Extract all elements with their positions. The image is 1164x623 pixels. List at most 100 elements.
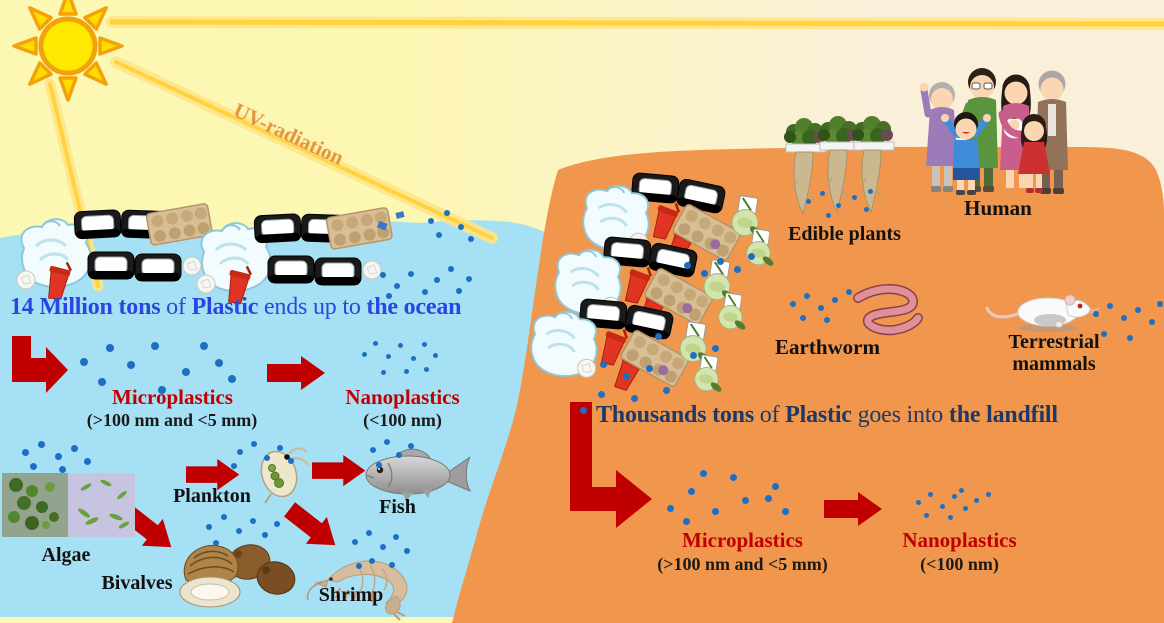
arrow-landfill-bent (570, 402, 652, 528)
microplastic-dot (1157, 301, 1163, 307)
microplastic-dot (790, 301, 796, 307)
microplastic-dot (433, 353, 438, 358)
earthworm-label: Earthworm (775, 335, 880, 359)
microplastic-dot (38, 441, 45, 448)
microplastic-dot (394, 283, 400, 289)
earthworm-illustration (853, 284, 923, 336)
girl-figure (1018, 114, 1050, 193)
microplastic-dot (1127, 335, 1133, 341)
ocean-nanoplastics-size: (<100 nm) (363, 410, 442, 430)
microplastic-dot (952, 494, 957, 499)
ocean-trash-group-2 (197, 207, 405, 305)
microplastic-dot (436, 232, 442, 238)
microplastic-dot (836, 203, 841, 208)
plankton-illustration (260, 447, 310, 504)
microplastic-dot (30, 463, 37, 470)
boy-figure (941, 112, 991, 195)
microplastic-dot (411, 356, 416, 361)
microplastic-dot (742, 497, 749, 504)
sun-rays (44, 16, 1164, 292)
sun-icon (12, 0, 124, 102)
microplastic-dot (250, 518, 256, 524)
microplastic-dot (580, 407, 587, 414)
microplastic-dot (598, 391, 605, 398)
microplastic-dot (422, 289, 428, 295)
microplastic-dot (1121, 315, 1127, 321)
microplastic-dot (362, 352, 367, 357)
microplastic-dot (384, 439, 390, 445)
ocean-title: 14 Million tons of Plastic ends up to th… (10, 294, 462, 320)
microplastic-dot (370, 447, 376, 453)
microplastic-dot (765, 495, 772, 502)
microplastic-dot (734, 266, 741, 273)
microplastic-dot (826, 213, 831, 218)
ocean-nanoplastics-label: Nanoplastics (345, 385, 460, 409)
microplastic-dot (924, 513, 929, 518)
microplastic-dot (623, 373, 630, 380)
microplastic-dot (646, 365, 653, 372)
microplastic-dot (59, 466, 66, 473)
human-label: Human (964, 196, 1032, 220)
microplastic-dot (262, 532, 268, 538)
microplastic-dot (158, 386, 166, 394)
microplastic-dot (806, 199, 811, 204)
microplastic-dot (231, 463, 237, 469)
microplastic-dot (428, 218, 434, 224)
algae-label: Algae (41, 544, 91, 566)
microplastic-dot (1107, 303, 1113, 309)
bivalves-illustration (179, 544, 296, 608)
microplastic-dot (800, 315, 806, 321)
microplastic-dot (824, 317, 830, 323)
microplastic-dot (820, 191, 825, 196)
shrimp-label: Shrimp (318, 584, 384, 606)
microplastic-dot (381, 370, 386, 375)
fish-label: Fish (379, 496, 416, 518)
terrestrial-mammals-label: Terrestrial mammals (998, 331, 1110, 375)
microplastic-dot (398, 343, 403, 348)
microplastic-dot (434, 277, 440, 283)
microplastic-dot (717, 258, 724, 265)
microplastic-dot (818, 305, 824, 311)
terrestrial-mammals-line2: mammals (1012, 353, 1096, 375)
rat-illustration (985, 294, 1101, 332)
microplastic-dot (940, 504, 945, 509)
microplastic-dot (264, 455, 270, 461)
grandma-figure (919, 82, 958, 192)
ocean-microplastics-label: Microplastics (112, 385, 233, 409)
landfill-nanoplastics-label: Nanoplastics (902, 528, 1017, 552)
microplastic-dot (127, 361, 135, 369)
microplastic-dot (683, 518, 690, 525)
microplastic-dot (701, 270, 708, 277)
microplastic-dot (782, 508, 789, 515)
microplastic-dot (206, 524, 212, 530)
microplastic-dot (655, 333, 662, 340)
microplastic-dot (251, 441, 257, 447)
microplastic-dot (215, 359, 223, 367)
microplastic-dot (712, 345, 719, 352)
microplastic-dot (396, 452, 402, 458)
microplastic-dot (84, 458, 91, 465)
landfill-nanoplastics-size: (<100 nm) (920, 554, 999, 574)
microplastic-dot (963, 506, 968, 511)
plankton-label: Plankton (173, 485, 251, 507)
shrimp-illustration (306, 560, 408, 621)
microplastic-dot (986, 492, 991, 497)
microplastic-dot (237, 449, 243, 455)
microplastic-dot (98, 378, 106, 386)
microplastic-dot (22, 449, 29, 456)
microplastic-dot (458, 224, 464, 230)
microplastic-dot (864, 207, 869, 212)
microplastic-dot (71, 445, 78, 452)
microplastic-dot (959, 488, 964, 493)
microplastic-dot (236, 528, 242, 534)
microplastic-dot (376, 462, 382, 468)
microplastic-dot (151, 342, 159, 350)
microplastic-dot (369, 558, 375, 564)
microplastic-dot (288, 458, 294, 464)
landfill-microplastics-size: (>100 nm and <5 mm) (657, 554, 828, 574)
microplastic-dot (389, 562, 395, 568)
microplastic-dot (182, 368, 190, 376)
microplastic-dot (600, 361, 607, 368)
arrow-ocean-bent (12, 336, 68, 393)
